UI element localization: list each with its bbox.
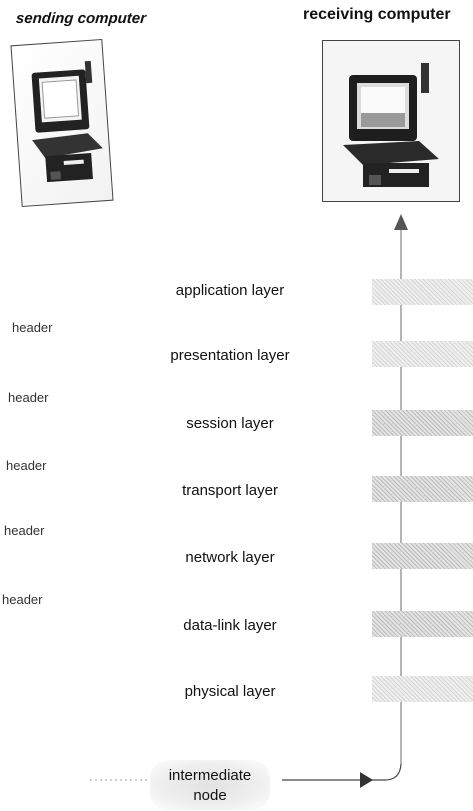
- header-label-session: header: [8, 390, 49, 405]
- layer-label-session: session layer: [186, 415, 274, 432]
- receiving-computer-card: [322, 40, 460, 202]
- receive-bar-network: [372, 543, 473, 569]
- computer-icon: [343, 63, 439, 187]
- receive-bar-transport: [372, 476, 473, 502]
- receive-bar-presentation: [372, 341, 473, 367]
- layer-label-physical: physical layer: [184, 683, 276, 700]
- header-label-presentation: header: [12, 320, 53, 335]
- arrow-up-icon: [394, 214, 408, 230]
- layer-label-network: network layer: [185, 549, 275, 566]
- receive-bar-application: [372, 279, 473, 305]
- layer-label-application: application layer: [175, 282, 285, 299]
- layer-label-data-link: data-link layer: [183, 617, 277, 634]
- header-label-network: header: [4, 523, 45, 538]
- layer-label-transport: transport layer: [182, 482, 278, 499]
- receiving-computer-title: receiving computer: [303, 6, 451, 23]
- arrow-right-icon: [360, 772, 373, 788]
- intermediate-node-shape: [150, 760, 270, 810]
- sending-computer-card: [10, 38, 114, 208]
- receive-bar-physical: [372, 676, 473, 702]
- intermediate-node-line2: node: [193, 787, 227, 804]
- layer-label-presentation: presentation layer: [170, 347, 290, 364]
- receive-bar-data-link: [372, 611, 473, 637]
- header-label-data-link: header: [2, 592, 43, 607]
- computer-icon: [31, 60, 103, 183]
- receive-bar-session: [372, 410, 473, 436]
- intermediate-node-line1: intermediate: [168, 767, 252, 784]
- header-label-transport: header: [6, 458, 47, 473]
- intermediate-node-label: intermediate node: [150, 766, 270, 806]
